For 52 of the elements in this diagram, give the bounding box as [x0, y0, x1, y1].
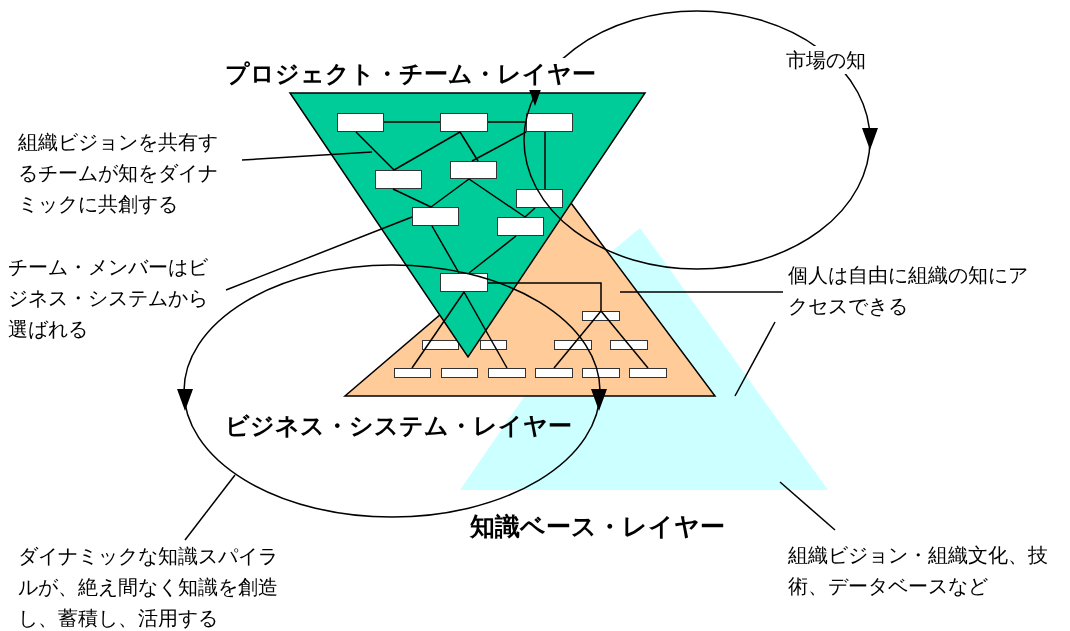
- connector-line: [411, 291, 465, 369]
- connector-line: [431, 225, 460, 274]
- org-box: [629, 368, 667, 378]
- callout-text: 組織ビジョンを共有するチームが知をダイナミックに共創する: [18, 127, 224, 220]
- connector-line: [544, 131, 546, 190]
- org-box: [488, 368, 526, 378]
- org-box: [535, 368, 573, 378]
- org-box: [582, 311, 620, 321]
- connector-line: [471, 131, 527, 162]
- org-box: [440, 113, 488, 132]
- org-box: [582, 368, 620, 378]
- connector-line: [392, 188, 432, 208]
- leader-line: [241, 151, 373, 161]
- leader-line: [184, 474, 236, 541]
- leader-line: [734, 321, 776, 397]
- org-box: [441, 368, 478, 378]
- connector-line: [553, 310, 602, 369]
- callout-text: 個人は自由に組織の知にアクセスできる: [788, 260, 1034, 322]
- callout-text: ダイナミックな知識スパイラルが、絶え間なく知識を創造し、蓄積し、活用する: [18, 541, 284, 631]
- org-box: [480, 340, 507, 350]
- callout-text: チーム・メンバーはビジネス・システムから選ばれる: [8, 252, 214, 345]
- callout-text: 組織ビジョン・組織文化、技術、データベースなど: [788, 540, 1054, 602]
- org-box: [497, 217, 544, 236]
- org-box: [394, 368, 431, 378]
- connector-line: [355, 131, 395, 171]
- org-box: [610, 340, 648, 350]
- org-box: [516, 189, 563, 208]
- leader-line: [225, 216, 413, 291]
- connector-line: [393, 131, 461, 171]
- connector-line: [459, 131, 479, 162]
- layer-title: ビジネス・システム・レイヤー: [225, 411, 572, 442]
- connector-line: [524, 207, 536, 218]
- leader-line: [619, 291, 784, 293]
- org-box: [554, 340, 592, 350]
- org-box: [440, 273, 488, 292]
- org-box: [412, 207, 459, 226]
- connector-line: [487, 121, 527, 123]
- connector-line: [468, 235, 517, 274]
- layer-title: プロジェクト・チーム・レイヤー: [225, 58, 596, 90]
- connector-line: [383, 121, 441, 123]
- org-box: [526, 113, 573, 132]
- org-box: [337, 113, 384, 132]
- connector-line: [487, 282, 602, 312]
- connector-line: [600, 310, 649, 369]
- leader-line: [779, 481, 836, 531]
- org-box: [375, 170, 422, 189]
- layer-title: 知識ベース・レイヤー: [470, 511, 725, 543]
- connector-line: [430, 178, 470, 208]
- connector-line: [468, 178, 526, 218]
- connector-line: [463, 291, 508, 369]
- org-box: [450, 161, 497, 179]
- org-box: [422, 340, 459, 350]
